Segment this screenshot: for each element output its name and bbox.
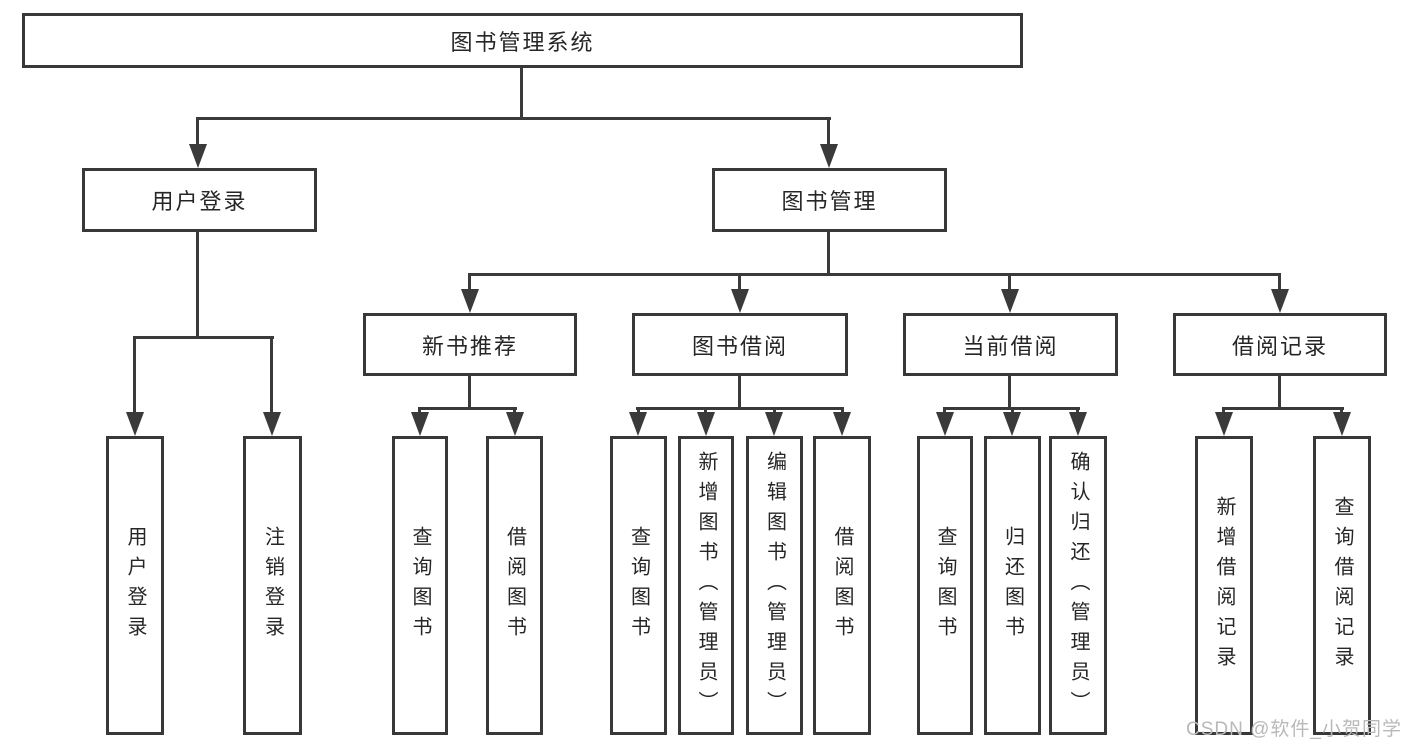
book-management-label: 图书管理	[781, 189, 878, 214]
leaf-query-books-1: 查询图书	[392, 436, 448, 735]
arrow-down-level3	[461, 289, 479, 313]
arrow-down-leaf	[411, 412, 429, 436]
connector-login-group-bar	[133, 336, 274, 339]
leaf-add-book-admin-label: 新增图书（管理员）	[695, 450, 717, 721]
arrow-down-leaf	[765, 412, 783, 436]
arrow-down-leaf	[263, 412, 281, 436]
leaf-query-books-2-label: 查询图书	[627, 525, 650, 646]
book-management-box: 图书管理	[712, 168, 947, 232]
connector-leaf-stem	[133, 336, 136, 414]
csdn-watermark: CSDN @软件_小贺同学	[1186, 719, 1402, 740]
leaf-confirm-return-admin-label: 确认归还（管理员）	[1067, 450, 1089, 721]
connector-level3-bar	[468, 273, 1281, 276]
arrow-down-level3	[1271, 289, 1289, 313]
leaf-query-borrow-record: 查询借阅记录	[1313, 436, 1371, 735]
leaf-logout-label: 注销登录	[261, 525, 284, 646]
connector-user-login-stem	[196, 117, 199, 147]
user-login-label: 用户登录	[151, 189, 248, 214]
connector-leaf-stem	[270, 336, 273, 414]
leaf-user-login-label: 用户登录	[124, 525, 146, 646]
leaf-query-books-1-label: 查询图书	[409, 525, 431, 646]
leaf-add-borrow-record: 新增借阅记录	[1195, 436, 1253, 735]
book-borrow-box: 图书借阅	[632, 313, 848, 376]
leaf-query-borrow-record-label: 查询借阅记录	[1331, 495, 1353, 676]
arrow-down-leaf	[697, 412, 715, 436]
connector-level3-stem	[1278, 273, 1281, 291]
arrow-down-leaf	[1069, 412, 1087, 436]
new-book-recommend-box: 新书推荐	[363, 313, 577, 376]
new-book-recommend-label: 新书推荐	[421, 333, 518, 359]
leaf-borrow-books-1-label: 借阅图书	[503, 525, 526, 646]
leaf-add-borrow-record-label: 新增借阅记录	[1213, 495, 1235, 676]
connector-root-stem	[520, 68, 523, 117]
borrow-records-label: 借阅记录	[1231, 333, 1328, 359]
book-borrow-label: 图书借阅	[691, 333, 788, 359]
arrow-down-level3	[731, 289, 749, 313]
connector-mgmt-stem	[827, 232, 830, 276]
connector-level3-stem	[1008, 273, 1011, 291]
leaf-borrow-books-1: 借阅图书	[486, 436, 543, 735]
connector-level3-stem	[468, 273, 471, 291]
arrow-down-leaf	[1333, 412, 1351, 436]
root-label: 图书管理系统	[450, 29, 595, 55]
connector-group-bar	[1222, 407, 1344, 410]
leaf-edit-book-admin: 编辑图书（管理员）	[746, 436, 803, 735]
current-borrow-box: 当前借阅	[903, 313, 1118, 376]
leaf-query-books-2: 查询图书	[610, 436, 667, 735]
arrow-down-user-login	[189, 144, 207, 168]
leaf-borrow-books-2: 借阅图书	[813, 436, 871, 735]
arrow-down-level3	[1001, 289, 1019, 313]
connector-level3-stem	[738, 273, 741, 291]
root-box: 图书管理系统	[22, 13, 1023, 68]
connector-group-stem	[1008, 375, 1011, 410]
arrow-down-leaf	[1003, 412, 1021, 436]
leaf-return-book-label: 归还图书	[1001, 525, 1024, 646]
connector-group-stem	[1278, 375, 1281, 410]
leaf-logout: 注销登录	[243, 436, 302, 735]
arrow-down-leaf	[1215, 412, 1233, 436]
connector-group-stem	[738, 376, 741, 410]
user-login-box: 用户登录	[82, 168, 317, 232]
arrow-down-leaf	[506, 412, 524, 436]
leaf-user-login: 用户登录	[106, 436, 164, 735]
leaf-query-books-3: 查询图书	[917, 436, 973, 735]
arrow-down-leaf	[126, 412, 144, 436]
connector-login-group-stem	[196, 232, 199, 336]
current-borrow-label: 当前借阅	[962, 333, 1059, 359]
connector-level2-bar	[196, 117, 831, 120]
connector-book-mgmt-stem	[827, 117, 830, 147]
connector-group-stem	[468, 376, 471, 410]
leaf-confirm-return-admin: 确认归还（管理员）	[1049, 436, 1107, 735]
borrow-records-box: 借阅记录	[1173, 313, 1387, 376]
leaf-return-book: 归还图书	[984, 436, 1041, 735]
arrow-down-book-mgmt	[820, 144, 838, 168]
leaf-query-books-3-label: 查询图书	[934, 525, 956, 646]
arrow-down-leaf	[833, 412, 851, 436]
leaf-add-book-admin: 新增图书（管理员）	[678, 436, 734, 735]
arrow-down-leaf	[936, 412, 954, 436]
arrow-down-leaf	[629, 412, 647, 436]
connector-group-bar	[636, 407, 844, 410]
leaf-edit-book-admin-label: 编辑图书（管理员）	[763, 450, 786, 721]
leaf-borrow-books-2-label: 借阅图书	[831, 525, 853, 646]
connector-group-bar	[418, 407, 517, 410]
